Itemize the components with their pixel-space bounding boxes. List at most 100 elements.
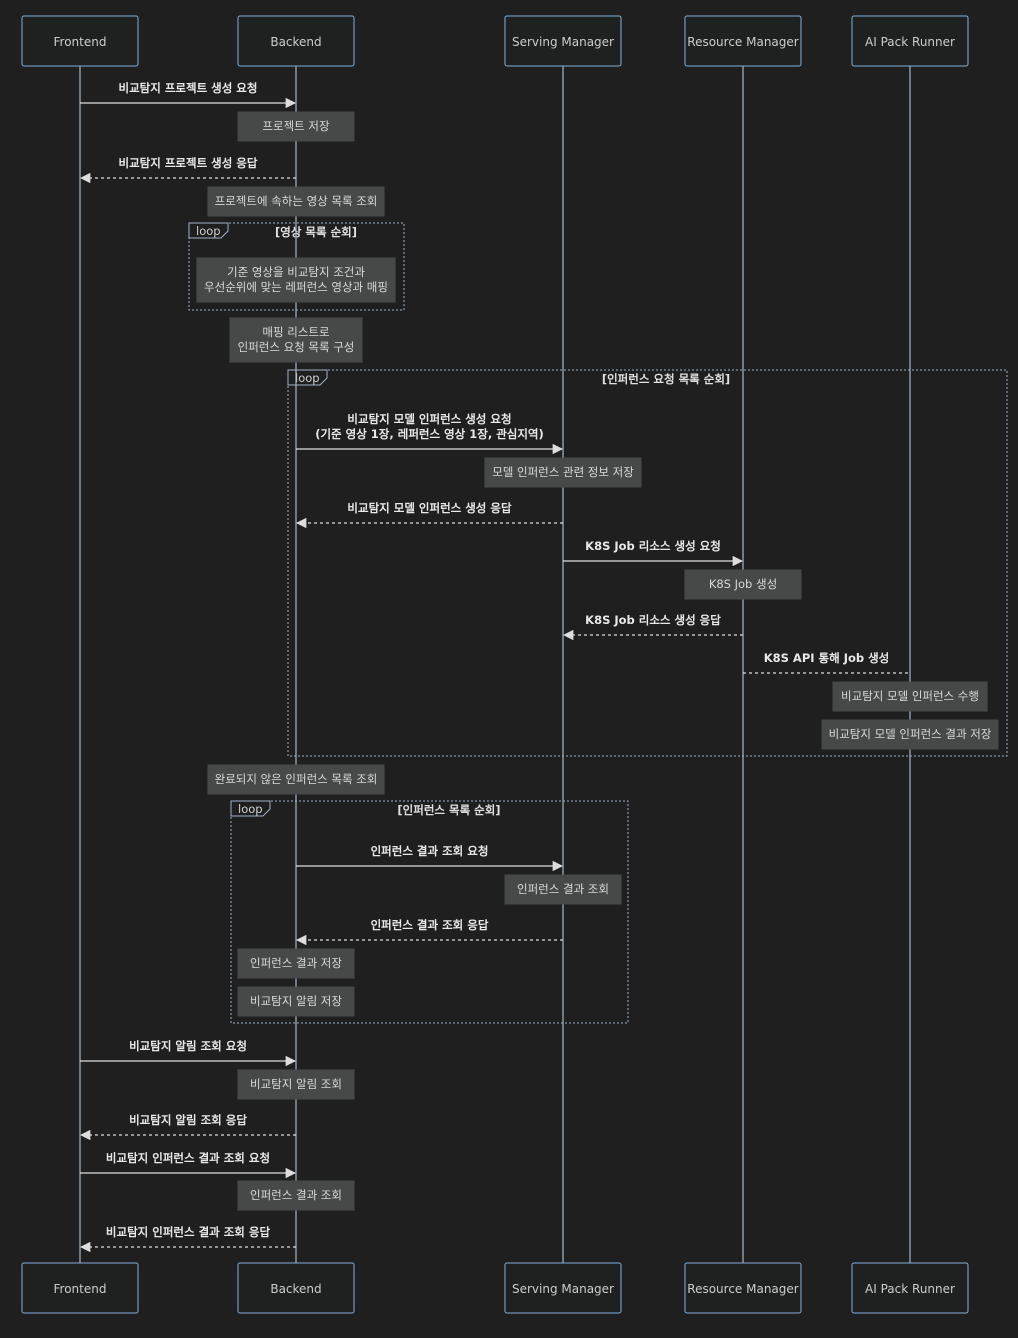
- loop-frame: [287, 369, 1008, 757]
- actor-box: [504, 15, 622, 67]
- note-box: [504, 874, 622, 905]
- note: 프로젝트 저장: [237, 111, 355, 142]
- message-label: 비교탐지 알림 조회 응답: [129, 1113, 247, 1127]
- actor-box: [851, 15, 969, 67]
- message: K8S Job 리소스 생성 요청: [563, 539, 744, 567]
- message-label: K8S API 통해 Job 생성: [764, 651, 890, 665]
- message: 비교탐지 알림 조회 요청: [80, 1039, 297, 1067]
- actor-rm-bottom: Resource Manager: [684, 1262, 802, 1314]
- note: 인퍼런스 결과 조회: [237, 1180, 355, 1211]
- message-label: 비교탐지 모델 인퍼런스 생성 응답: [347, 501, 512, 515]
- loop-condition: [인퍼런스 목록 순회]: [397, 803, 500, 817]
- message: K8S API 통해 Job 생성: [743, 651, 909, 674]
- actor-sm-bottom: Serving Manager: [504, 1262, 622, 1314]
- note-text: 비교탐지 알림 저장: [250, 994, 342, 1008]
- note-text: 비교탐지 모델 인퍼런스 결과 저장: [829, 727, 992, 741]
- message: 인퍼런스 결과 조회 응답: [295, 918, 563, 946]
- actor-ar-top: AI Pack Runner: [851, 15, 969, 67]
- note: 프로젝트에 속하는 영상 목록 조회: [207, 186, 385, 217]
- actor-box: [21, 1262, 139, 1314]
- message: 비교탐지 모델 인퍼런스 생성 요청(기준 영상 1장, 레퍼런스 영상 1장,…: [296, 412, 564, 455]
- actor-sm-top: Serving Manager: [504, 15, 622, 67]
- note-text: 인퍼런스 요청 목록 구성: [238, 340, 355, 354]
- note-box: [237, 986, 355, 1017]
- note-box: [207, 764, 385, 795]
- note: 인퍼런스 결과 조회: [504, 874, 622, 905]
- actor-label: Resource Manager: [687, 35, 799, 49]
- note-text: 비교탐지 알림 조회: [250, 1077, 342, 1091]
- note: 비교탐지 알림 저장: [237, 986, 355, 1017]
- actor-box: [851, 1262, 969, 1314]
- note-text: 기준 영상을 비교탐지 조건과: [227, 265, 365, 279]
- actor-be-top: Backend: [237, 15, 355, 67]
- note-text: 매핑 리스트로: [262, 325, 329, 339]
- actor-label: Frontend: [54, 1282, 107, 1296]
- note-box: [484, 457, 642, 488]
- message-label: K8S Job 리소스 생성 응답: [585, 613, 721, 627]
- note-text: 모델 인퍼런스 관련 정보 저장: [492, 465, 634, 479]
- note: 완료되지 않은 인퍼런스 목록 조회: [207, 764, 385, 795]
- actor-ar-bottom: AI Pack Runner: [851, 1262, 969, 1314]
- message: 비교탐지 인퍼런스 결과 조회 응답: [79, 1225, 296, 1253]
- loop-label: loop: [196, 224, 221, 238]
- message-label: 비교탐지 알림 조회 요청: [129, 1039, 247, 1053]
- message-label: 비교탐지 인퍼런스 결과 조회 응답: [106, 1225, 271, 1239]
- actor-fe-bottom: Frontend: [21, 1262, 139, 1314]
- actor-label: Resource Manager: [687, 1282, 799, 1296]
- message: K8S Job 리소스 생성 응답: [562, 613, 743, 641]
- actor-label: AI Pack Runner: [865, 35, 955, 49]
- loop-condition: [영상 목록 순회]: [275, 225, 357, 239]
- note-text: K8S Job 생성: [709, 577, 777, 591]
- note-box: [237, 948, 355, 979]
- message-label: (기준 영상 1장, 레퍼런스 영상 1장, 관심지역): [315, 427, 544, 441]
- note-box: [237, 111, 355, 142]
- note-text: 인퍼런스 결과 조회: [517, 882, 609, 896]
- actor-label: Serving Manager: [512, 35, 614, 49]
- loop-label: loop: [238, 802, 263, 816]
- note-box: [237, 1069, 355, 1100]
- actor-box: [684, 15, 802, 67]
- note-box: [821, 719, 999, 750]
- actor-label: Frontend: [54, 35, 107, 49]
- message-label: 비교탐지 인퍼런스 결과 조회 요청: [106, 1151, 270, 1165]
- note-box: [196, 257, 396, 303]
- message: 비교탐지 알림 조회 응답: [79, 1113, 296, 1141]
- actor-box: [684, 1262, 802, 1314]
- note-box: [207, 186, 385, 217]
- actor-box: [504, 1262, 622, 1314]
- message-label: 인퍼런스 결과 조회 응답: [371, 918, 489, 932]
- actor-rm-top: Resource Manager: [684, 15, 802, 67]
- actor-label: AI Pack Runner: [865, 1282, 955, 1296]
- note: 비교탐지 모델 인퍼런스 수행: [832, 681, 988, 712]
- message-label: 비교탐지 모델 인퍼런스 생성 요청: [347, 412, 511, 426]
- note: 인퍼런스 결과 저장: [237, 948, 355, 979]
- actor-box: [237, 15, 355, 67]
- note-box: [237, 1180, 355, 1211]
- note-box: [684, 569, 802, 600]
- note: 모델 인퍼런스 관련 정보 저장: [484, 457, 642, 488]
- message: 비교탐지 프로젝트 생성 요청: [80, 81, 297, 109]
- loop-tag: [188, 222, 229, 239]
- message: 비교탐지 인퍼런스 결과 조회 요청: [80, 1151, 297, 1179]
- loop-label: loop: [295, 371, 320, 385]
- message-label: K8S Job 리소스 생성 요청: [585, 539, 721, 553]
- loop-frame: [230, 800, 629, 1024]
- note-box: [832, 681, 988, 712]
- message-label: 비교탐지 프로젝트 생성 요청: [119, 81, 258, 95]
- note-text: 인퍼런스 결과 조회: [250, 1188, 342, 1202]
- actor-box: [237, 1262, 355, 1314]
- note-text: 우선순위에 맞는 레퍼런스 영상과 매핑: [204, 280, 388, 294]
- note: 비교탐지 모델 인퍼런스 결과 저장: [821, 719, 999, 750]
- loop-tag: [287, 369, 328, 386]
- message: 인퍼런스 결과 조회 요청: [296, 844, 564, 872]
- actor-fe-top: Frontend: [21, 15, 139, 67]
- note: K8S Job 생성: [684, 569, 802, 600]
- message-label: 비교탐지 프로젝트 생성 응답: [119, 156, 258, 170]
- message: 비교탐지 프로젝트 생성 응답: [79, 156, 296, 184]
- message: 비교탐지 모델 인퍼런스 생성 응답: [295, 501, 563, 529]
- loop-condition: [인퍼런스 요청 목록 순회]: [602, 372, 730, 386]
- actor-label: Backend: [270, 35, 321, 49]
